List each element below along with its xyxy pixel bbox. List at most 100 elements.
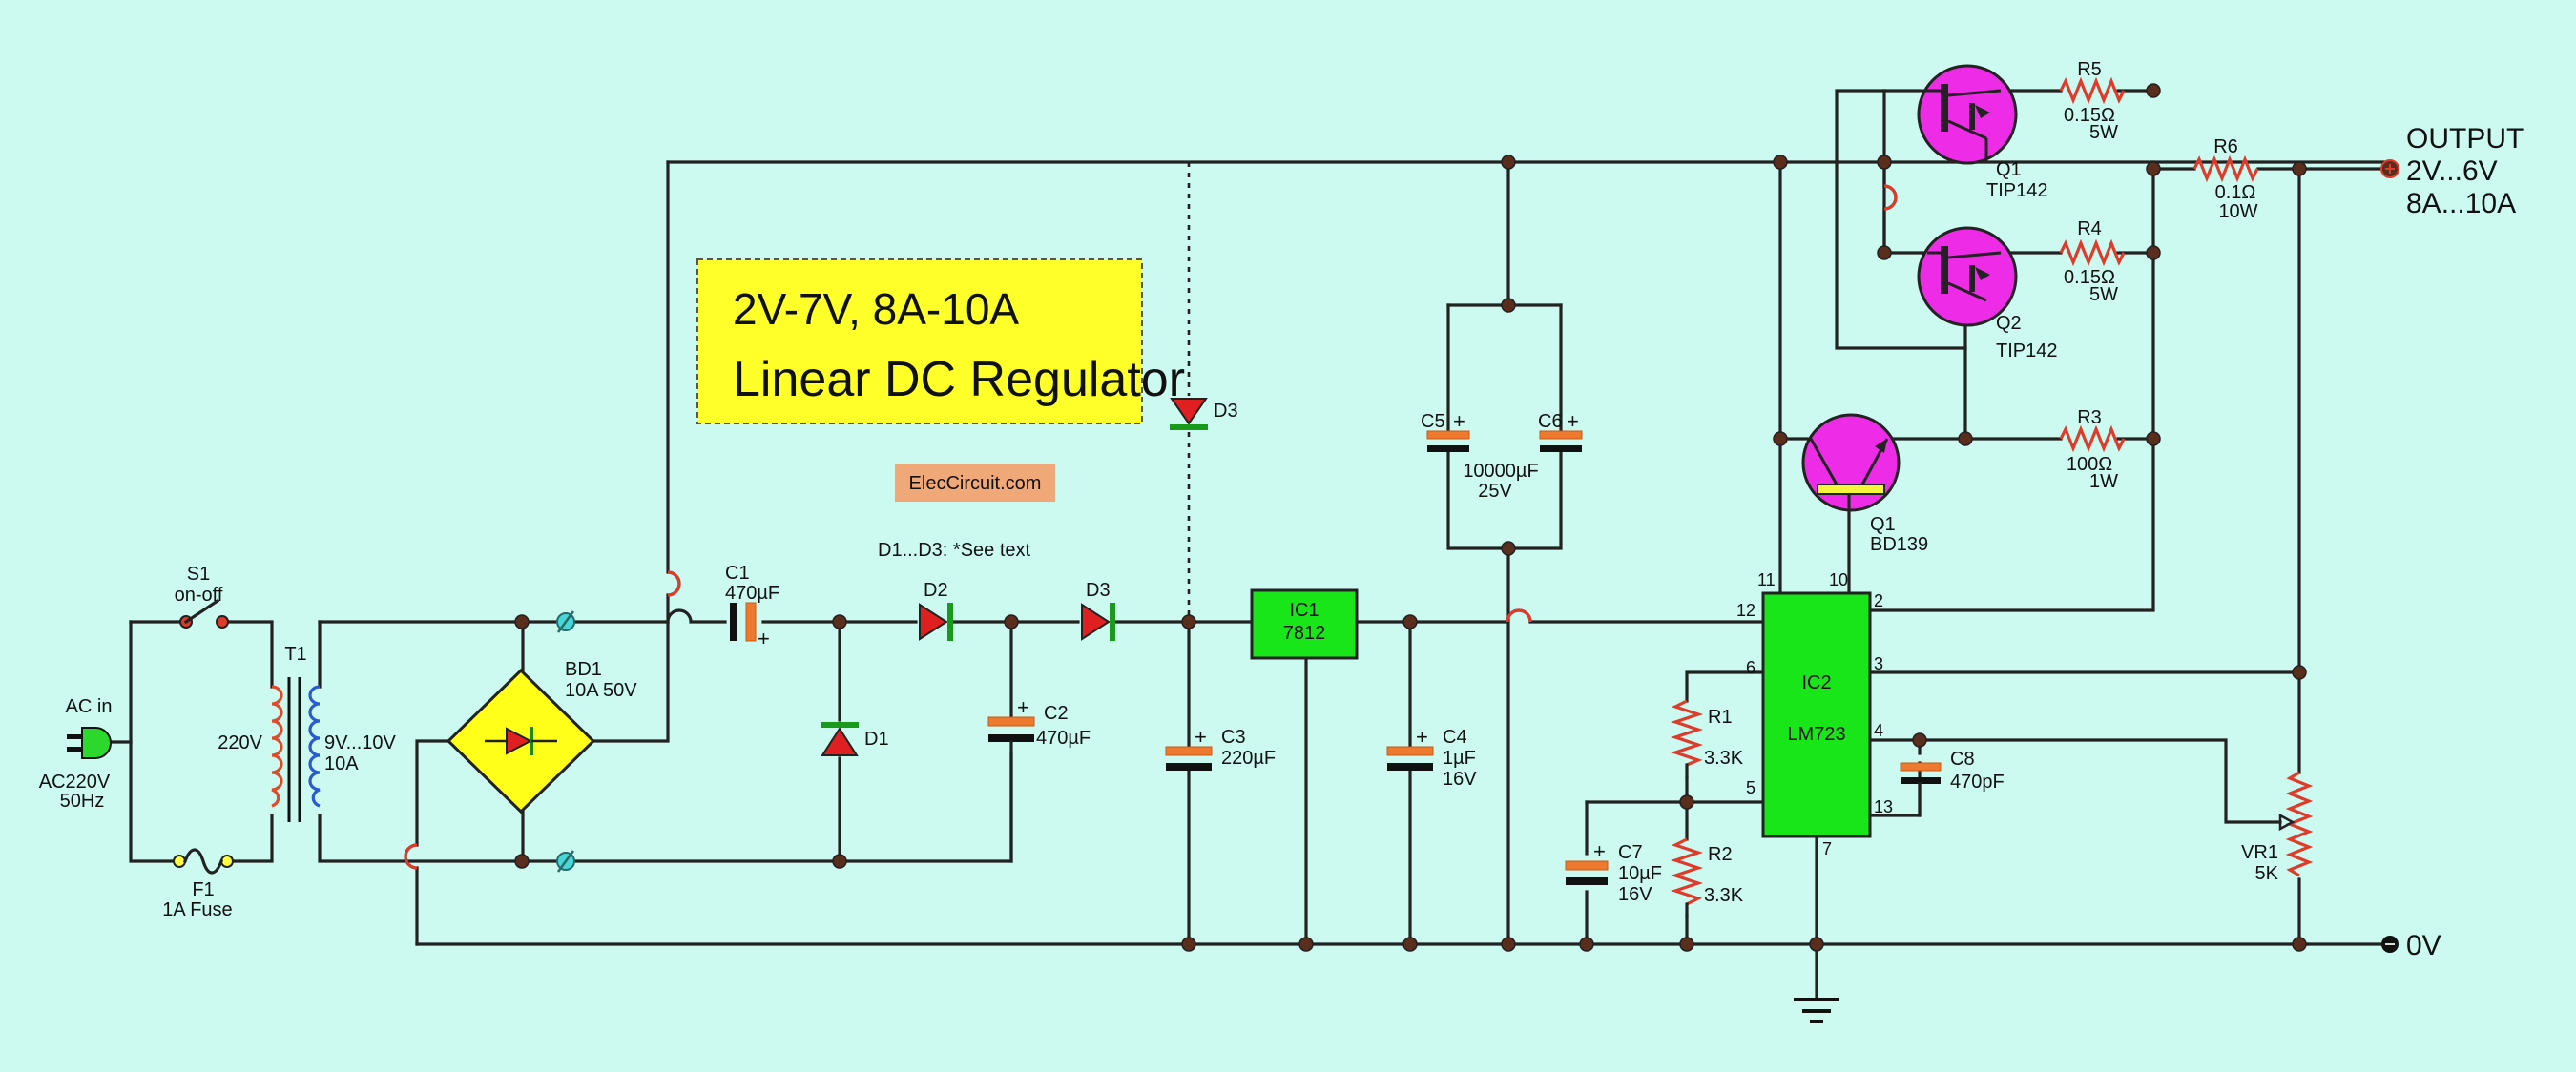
svg-text:+: + [1567,409,1579,433]
transformer-t1 [271,677,321,822]
bridge-rectifier-bd1 [446,668,596,814]
r6-resistance: 0.1Ω [2215,182,2256,203]
capacitor-c6: + [1539,409,1583,452]
regulator-ic1: IC1 7812 [1250,588,1359,660]
svg-text:+: + [1453,409,1465,433]
r4-name: R4 [2077,218,2102,239]
output-label: OUTPUT [2406,123,2524,155]
vr1-name: VR1 [2241,842,2278,863]
ic1-name: IC1 [1289,600,1319,621]
transformer-primary: 220V [218,732,262,753]
transistor-driver-bd139 [1801,413,1901,512]
bd1-value: 10A 50V [565,680,637,701]
c2-name: C2 [1044,703,1069,724]
ac-plug [67,727,112,759]
r1-name: R1 [1708,707,1733,728]
q2-part: TIP142 [1996,340,2057,361]
ic2-part: LM723 [1787,724,1845,745]
c6-name: C6 [1538,411,1563,432]
diode-d2 [919,603,953,641]
title-box: 2V-7V, 8A-10A Linear DC Regulator [696,258,1185,424]
resistor-r3 [2059,424,2126,453]
c3-name: C3 [1221,727,1246,748]
r4-power: 5W [2089,284,2118,305]
diode-d1 [821,722,859,756]
c4-value-voltage: 16V [1443,769,1477,790]
resistor-r4 [2059,238,2126,267]
r3-power: 1W [2089,471,2118,492]
c2-value: 470µF [1036,728,1091,749]
junctions [514,83,2307,952]
watermark: ElecCircuit.com [895,464,1055,502]
r3-resistance: 100Ω [2067,454,2112,475]
d1-label: D1 [864,729,889,750]
pin-2: 2 [1874,591,1883,610]
svg-text:+: + [1416,725,1428,749]
output-voltage: 2V...6V [2406,155,2498,187]
resistor-r1 [1670,699,1704,767]
transformer-name: T1 [284,644,306,665]
pin-6: 6 [1746,658,1755,677]
r2-name: R2 [1708,844,1733,865]
regulator-ic2: IC2 LM723 [1761,591,1872,838]
resistor-r6 [2192,155,2259,183]
pin-10: 10 [1829,570,1848,589]
svg-text:+: + [1195,725,1207,749]
output-terminal-negative [2381,936,2399,953]
transistor-q1-tip142 [1917,64,2018,165]
vr1-wiper [2278,813,2296,832]
transistor-q2-tip142 [1917,226,2018,327]
ac-rating-voltage: AC220V [39,772,111,793]
wire-crossings [404,184,1898,870]
c56-voltage: 25V [1478,481,1512,502]
r6-name: R6 [2213,136,2238,157]
c3-value: 220µF [1221,748,1276,769]
r1-value: 3.3K [1704,748,1744,769]
resistor-r2 [1670,837,1704,906]
output-current: 8A...10A [2406,188,2516,219]
pin-3: 3 [1874,654,1883,673]
capacitor-c7: + [1565,839,1609,885]
c5-name: C5 [1421,411,1445,432]
vr1-value: 5K [2255,863,2279,884]
capacitor-c8 [1900,762,1942,784]
ground-label: 0V [2406,930,2441,961]
capacitor-c4: + [1386,725,1434,771]
d2-label: D2 [924,580,948,601]
r6-power: 10W [2218,201,2257,222]
wires [108,89,2387,999]
c4-name: C4 [1443,727,1467,748]
d3-series-label: D3 [1086,580,1111,601]
transformer-secondary-voltage: 9V...10V [324,732,397,753]
q2-name: Q2 [1996,313,2022,334]
svg-text:+: + [1017,695,1029,719]
output-terminal-positive [2380,159,2399,178]
fuse-name: F1 [192,879,214,900]
title-line2: Linear DC Regulator [733,352,1185,407]
r4-resistance: 0.15Ω [2064,267,2115,288]
c7-voltage: 16V [1618,884,1652,905]
capacitor-c3: + [1165,725,1213,771]
pin-4: 4 [1874,721,1883,740]
ac-rating-frequency: 50Hz [60,791,105,812]
r2-value: 3.3K [1704,885,1744,906]
transformer-secondary-current: 10A [324,753,359,774]
switch-label: on-off [175,585,223,606]
r5-resistance: 0.15Ω [2064,105,2115,126]
ac-in-label: AC in [66,696,113,717]
capacitor-c1: + [730,602,770,650]
diode-d3-series [1081,603,1115,641]
c8-value: 470pF [1950,772,2005,793]
pin-5: 5 [1746,778,1755,797]
svg-text:+: + [1593,839,1606,863]
c7-capacitance: 10µF [1618,863,1662,884]
ic1-part: 7812 [1283,623,1326,644]
c56-capacitance: 10000µF [1463,461,1538,482]
resistor-r5 [2059,76,2126,105]
q1-name: Q1 [1996,159,2022,180]
capacitor-c2: + [987,695,1035,742]
c4-value-capacitance: 1µF [1443,748,1476,769]
q-driver-part: BD139 [1870,534,1928,555]
